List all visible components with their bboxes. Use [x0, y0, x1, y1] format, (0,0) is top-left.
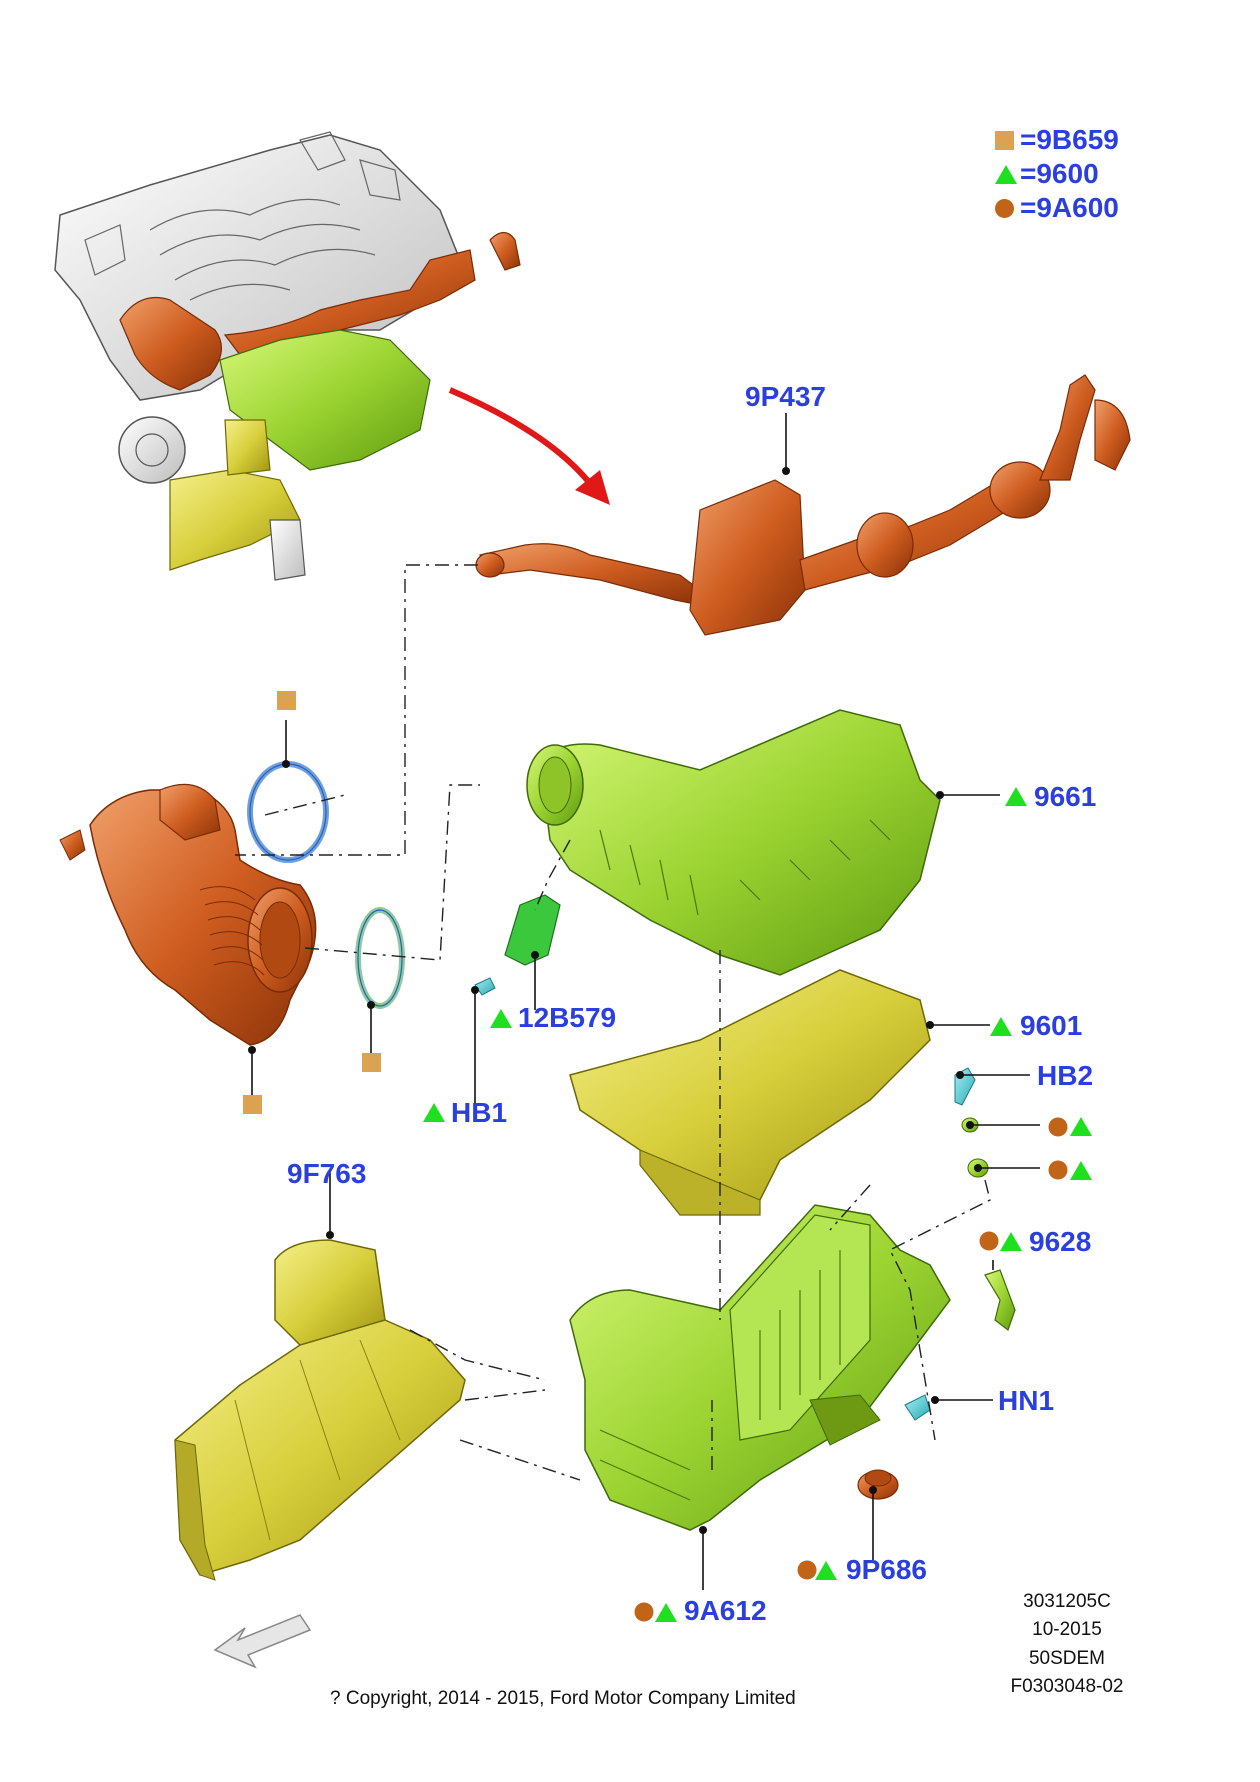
air-filter-element — [569, 969, 931, 1216]
flow-direction-arrow — [213, 1614, 312, 1669]
label-hb1: HB1 — [451, 1097, 508, 1128]
drawing-reference: F0303048-02 — [1010, 1676, 1124, 1697]
screw-hb1 — [474, 977, 496, 996]
circle-marker — [797, 1560, 817, 1580]
hose-clamp-lower — [355, 907, 405, 1009]
air-intake-tube — [59, 783, 317, 1046]
crankcase-vent-tube — [475, 374, 1131, 636]
triangle-marker — [490, 1009, 512, 1028]
triangle-marker — [1005, 787, 1027, 806]
symbol-markers — [243, 691, 1092, 1622]
label-9a612: 9A612 — [684, 1595, 767, 1626]
label-9f763: 9F763 — [287, 1158, 367, 1189]
triangle-marker — [655, 1603, 677, 1622]
square-symbol-icon — [995, 130, 1014, 150]
legend-code: =9B659 — [1020, 124, 1119, 155]
label-hn1: HN1 — [998, 1385, 1055, 1416]
air-cleaner-cover — [526, 709, 941, 976]
triangle-marker — [990, 1017, 1012, 1036]
square-marker — [362, 1053, 381, 1072]
air-cleaner-tray — [569, 1204, 951, 1531]
square-marker — [243, 1095, 262, 1114]
nut-hn1 — [904, 1394, 931, 1421]
triangle-marker — [815, 1561, 837, 1580]
label-9601: 9601 — [1020, 1010, 1083, 1041]
drawing-number: 3031205C — [1023, 1591, 1111, 1612]
copyright-notice: ? Copyright, 2014 - 2015, Ford Motor Com… — [330, 1688, 796, 1709]
air-inlet-duct — [174, 1239, 466, 1581]
label-9628: 9628 — [1029, 1226, 1092, 1257]
triangle-symbol-icon — [995, 164, 1017, 184]
hose-clamp-upper — [247, 761, 329, 863]
bracket-9628 — [984, 1269, 1016, 1331]
triangle-marker — [423, 1103, 445, 1122]
circle-marker — [1048, 1117, 1068, 1137]
leader-dots — [248, 467, 982, 1534]
circle-symbol-icon — [995, 198, 1014, 218]
label-9p686: 9P686 — [846, 1554, 927, 1585]
triangle-marker — [1000, 1232, 1022, 1251]
legend-row-triangle: =9600 — [995, 158, 1099, 189]
circle-marker — [634, 1602, 654, 1622]
direction-arrow — [448, 387, 610, 505]
engine-overview — [54, 131, 521, 581]
label-12b579: 12B579 — [518, 1002, 617, 1033]
legend-code: =9A600 — [1020, 192, 1119, 223]
label-9661: 9661 — [1034, 781, 1097, 812]
triangle-marker — [1070, 1117, 1092, 1136]
circle-marker — [1048, 1160, 1068, 1180]
grommet-9p686 — [857, 1469, 899, 1500]
legend-row-square: =9B659 — [995, 124, 1119, 155]
leader-lines — [251, 413, 1040, 1590]
legend-row-circle: =9A600 — [995, 192, 1119, 223]
triangle-marker — [1070, 1161, 1092, 1180]
square-marker — [277, 691, 296, 710]
mass-airflow-sensor — [504, 894, 561, 966]
label-9p437: 9P437 — [745, 381, 826, 412]
label-hb2: HB2 — [1037, 1060, 1094, 1091]
assembly-lines — [235, 564, 991, 1481]
drawing-code: 50SDEM — [1028, 1648, 1106, 1669]
circle-marker — [979, 1231, 999, 1251]
legend-code: =9600 — [1020, 158, 1099, 189]
drawing-date: 10-2015 — [1032, 1619, 1102, 1640]
